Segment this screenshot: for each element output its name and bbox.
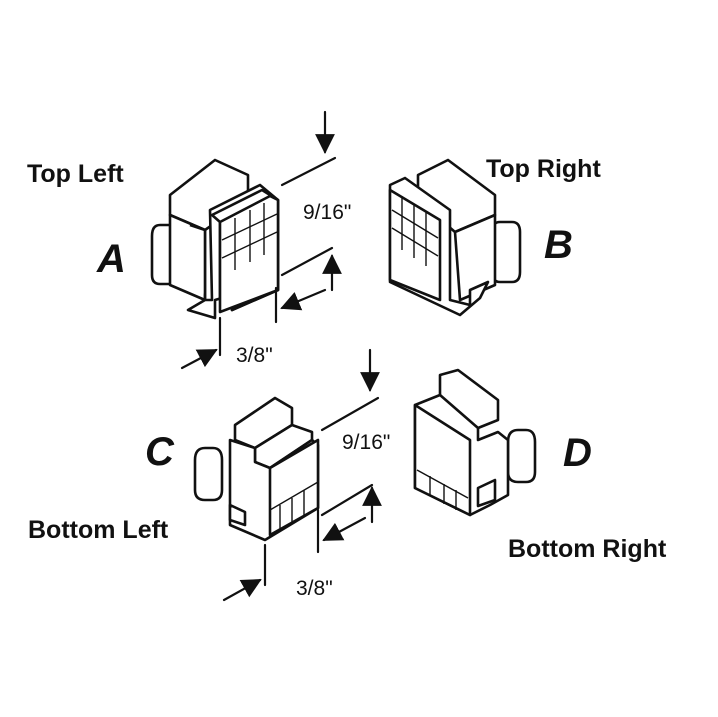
letter-b: B <box>544 223 573 267</box>
letter-d: D <box>563 431 592 475</box>
label-bottom-left: Bottom Left <box>28 516 169 544</box>
part-d-bottom-right <box>413 368 537 517</box>
part-c-bottom-left <box>193 396 320 542</box>
label-top-left: Top Left <box>27 160 124 188</box>
letter-c: C <box>145 430 175 474</box>
bottom-dimension-lines <box>222 348 382 602</box>
label-bottom-right: Bottom Right <box>508 535 667 563</box>
part-b-top-right <box>388 158 522 317</box>
letter-a: A <box>96 237 126 281</box>
part-a-top-left <box>150 158 280 320</box>
top-dimension-lines <box>180 110 342 370</box>
label-top-right: Top Right <box>486 155 601 183</box>
top-width-dimension: 3/8" <box>236 344 273 367</box>
bottom-width-dimension: 3/8" <box>296 577 333 600</box>
top-height-dimension: 9/16" <box>303 201 351 224</box>
bottom-height-dimension: 9/16" <box>342 431 390 454</box>
